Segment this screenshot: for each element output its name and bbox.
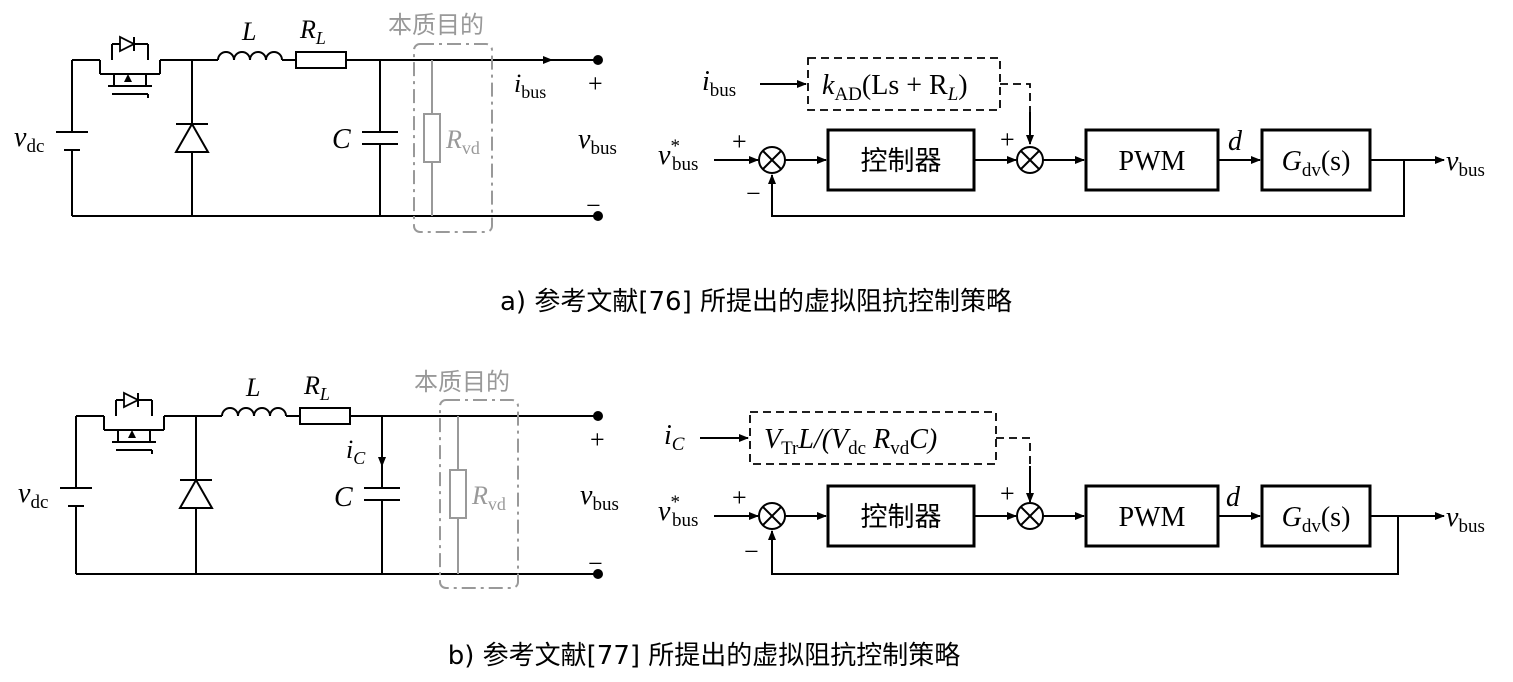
gdv-block-b: Gdv(s)	[1282, 502, 1351, 537]
circuit-b	[60, 391, 603, 589]
label-vbus-out-b: vbus	[1446, 502, 1485, 537]
minus-terminal-a: −	[586, 191, 601, 220]
label-vdc-b: vdc	[18, 478, 48, 513]
sum1-minus-b: −	[744, 537, 759, 566]
control-a	[714, 57, 1445, 217]
diode-a	[174, 60, 210, 216]
label-vbus-b: vbus	[580, 480, 619, 515]
label-essence-b: 本质目的	[414, 368, 510, 396]
capacitor-a	[362, 60, 398, 216]
diode-b	[178, 416, 214, 574]
sum2-plus-a: +	[1000, 125, 1015, 154]
caption-b: b) 参考文献[77] 所提出的虚拟阻抗控制策略	[448, 641, 961, 671]
minus-terminal-b: −	[588, 549, 603, 578]
label-L-b: L	[245, 373, 260, 402]
switch-a	[99, 35, 161, 98]
label-RL-a: RL	[299, 15, 326, 48]
sum1-minus-a: −	[746, 179, 761, 208]
label-C-b: C	[334, 482, 353, 513]
label-vbus-a: vbus	[578, 124, 617, 159]
feedforward-expr-a: kAD(Ls + RL)	[822, 70, 968, 105]
gdv-block-a: Gdv(s)	[1282, 146, 1351, 181]
sum1-plus-b: +	[732, 483, 747, 512]
label-ic-b: iC	[346, 435, 366, 468]
feedforward-expr-b: VTrL/(Vdc RvdC)	[764, 424, 937, 459]
switch-b	[103, 391, 165, 454]
virtual-resistor-b	[439, 399, 519, 589]
label-vbus-out-a: vbus	[1446, 146, 1485, 181]
plus-terminal-a: +	[588, 69, 603, 98]
sum2-plus-b: +	[1000, 479, 1015, 508]
sum1-plus-a: +	[732, 127, 747, 156]
controller-block-b: 控制器	[861, 502, 942, 533]
duty-label-a: d	[1228, 126, 1243, 157]
label-RL-b: RL	[303, 371, 330, 404]
resistor-rl-a	[295, 51, 347, 69]
label-Rvd-a: Rvd	[445, 125, 480, 158]
label-ic-input-b: iC	[664, 420, 685, 455]
label-vbus-ref-b: v*bus	[658, 492, 698, 531]
label-vdc-a: vdc	[14, 122, 44, 157]
capacitor-b	[364, 416, 400, 574]
pwm-block-a: PWM	[1119, 146, 1186, 177]
caption-a: a) 参考文献[76] 所提出的虚拟阻抗控制策略	[500, 287, 1012, 317]
pwm-block-b: PWM	[1119, 502, 1186, 533]
inductor-a	[217, 51, 283, 61]
resistor-rl-b	[299, 407, 351, 425]
control-b	[700, 411, 1445, 575]
duty-label-b: d	[1226, 482, 1241, 513]
controller-block-a: 控制器	[861, 146, 942, 177]
label-essence-a: 本质目的	[388, 11, 484, 39]
plus-terminal-b: +	[590, 425, 605, 454]
label-ibus-input-a: ibus	[702, 66, 736, 101]
label-ibus-a: ibus	[514, 69, 546, 102]
circuit-a	[56, 35, 603, 233]
label-Rvd-b: Rvd	[471, 481, 506, 514]
label-C-a: C	[332, 124, 351, 155]
label-vbus-ref-a: v*bus	[658, 136, 698, 175]
label-L-a: L	[241, 17, 256, 46]
virtual-resistor-a	[413, 43, 493, 233]
inductor-b	[221, 407, 287, 417]
